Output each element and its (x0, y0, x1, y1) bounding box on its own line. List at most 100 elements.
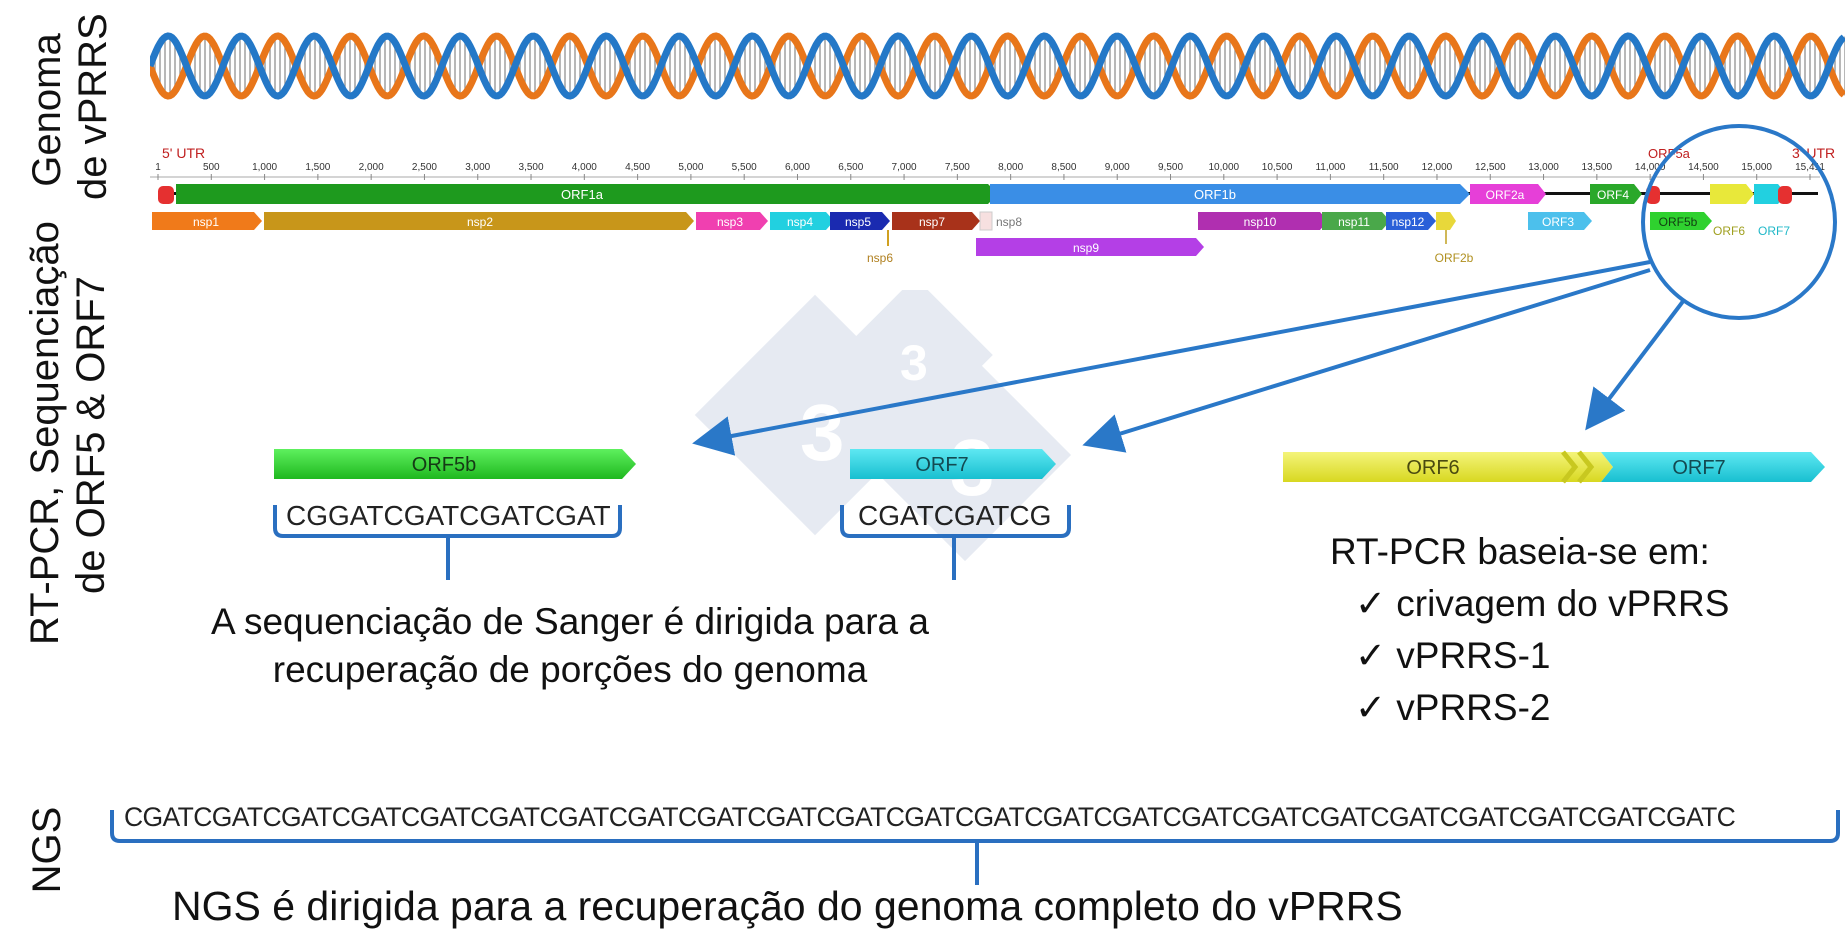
nsp9-bar (976, 238, 1204, 256)
orf2a-bar (1470, 184, 1546, 204)
orf6-zoom-label: ORF6 (1406, 457, 1459, 479)
ruler-tick-label: 7,000 (892, 162, 917, 173)
ruler-tick-label: 5,000 (678, 162, 703, 173)
nsp12-label: nsp12 (1392, 215, 1425, 229)
orf7b-zoom-label: ORF7 (1672, 457, 1725, 479)
ruler-tick-label: 15,000 (1741, 162, 1772, 173)
orf6-orf7-zoom: ORF6 ORF7 (1283, 450, 1825, 484)
orf2a-label: ORF2a (1486, 188, 1525, 202)
ruler-tick-label: 6,500 (838, 162, 863, 173)
orf7-bracket (840, 505, 1071, 538)
orf7-zoom: ORF7 (850, 449, 1056, 479)
rtpcr-list: RT-PCR baseia-se em: ✓ crivagem do vPRRS… (1330, 526, 1729, 734)
ruler-tick-label: 13,000 (1528, 162, 1559, 173)
orf4-bar (1590, 184, 1642, 204)
orf6-small-bar (1710, 184, 1754, 204)
orf1b-bar (990, 184, 1470, 204)
rtpcr-item-1: ✓ crivagem do vPRRS (1355, 583, 1730, 624)
orf5b-zoom-bar (274, 449, 636, 479)
nsp12-bar (1386, 212, 1436, 230)
helix-strand-orange (150, 32, 1845, 100)
ngs-caption: NGS é dirigida para a recuperação do gen… (172, 883, 1403, 929)
orf7-zoom-bar (850, 449, 1056, 479)
orf5b-small-label: ORF5b (1659, 215, 1698, 229)
nsp3-label: nsp3 (717, 215, 743, 229)
nsp10-label: nsp10 (1244, 215, 1277, 229)
orf6-zoom-chevrons (1561, 450, 1595, 484)
nsp8-bar (979, 211, 993, 231)
ruler-tick-label: 12,000 (1422, 162, 1453, 173)
nsp11-label: nsp11 (1338, 215, 1370, 229)
ruler-tick-label: 3,000 (465, 162, 490, 173)
orf6-zoom-bar (1283, 452, 1613, 482)
utr5-label: 5' UTR (162, 145, 205, 161)
nsp1-label: nsp1 (193, 215, 219, 229)
orf5b-small-bar (1650, 212, 1712, 230)
orf5b-sequence: CGGATCGATCGATCGAT (286, 500, 611, 531)
nsp1-bar (152, 212, 262, 230)
ruler-tick-label: 1,500 (305, 162, 330, 173)
nsp10-bar (1198, 212, 1328, 230)
orf7-sequence: CGATCGATCG (858, 500, 1052, 531)
nsp3-bar (696, 212, 768, 230)
orf1b-label: ORF1b (1194, 187, 1236, 202)
orf7b-zoom-bar (1601, 452, 1825, 482)
helix-strand-blue (150, 32, 1845, 100)
ruler-tick-label: 15,411 (1795, 162, 1825, 173)
rtpcr-item-3: ✓ vPRRS-2 (1355, 687, 1551, 728)
arrow-to-orf5b (692, 260, 1651, 456)
ruler-tick-label: 8,000 (998, 162, 1023, 173)
ruler-tick-label: 14,500 (1688, 162, 1719, 173)
sanger-caption-line1: A sequenciação de Sanger é dirigida para… (211, 601, 929, 642)
ruler-tick-label: 5,500 (732, 162, 757, 173)
ruler-tick-label: 6,000 (785, 162, 810, 173)
orf5b-zoom: ORF5b (274, 449, 636, 479)
ruler-tick-label: 1,000 (252, 162, 277, 173)
orf6-small-label: ORF6 (1713, 224, 1745, 238)
ruler-tick-label: 10,500 (1262, 162, 1293, 173)
nsp9-label: nsp9 (1073, 241, 1099, 255)
orf3-bar (1528, 212, 1592, 230)
rtpcr-item-2: ✓ vPRRS-1 (1355, 635, 1551, 676)
ruler-tick-label: 14,000 (1635, 162, 1666, 173)
arrow-to-orf7 (1082, 268, 1651, 453)
ruler-tick-label: 13,500 (1582, 162, 1613, 173)
nsp6-label: nsp6 (867, 251, 893, 265)
ruler-tick-label: 10,000 (1209, 162, 1240, 173)
orf1a-label: ORF1a (561, 187, 604, 202)
ruler-tick-label: 11,500 (1369, 162, 1399, 173)
ruler-tick-label: 9,000 (1105, 162, 1130, 173)
nsp7-bar (892, 212, 980, 230)
nsp4-label: nsp4 (787, 215, 813, 229)
orf7-zoom-label: ORF7 (915, 454, 968, 476)
ruler-tick-label: 9,500 (1158, 162, 1183, 173)
nsp2-bar (264, 212, 694, 230)
ruler-tick-label: 2,000 (359, 162, 384, 173)
nsp4-bar (770, 212, 834, 230)
sanger-caption: A sequenciação de Sanger é dirigida para… (180, 598, 960, 694)
orf3-label: ORF3 (1542, 215, 1574, 229)
ruler-tick-label: 1 (155, 162, 161, 173)
ruler-tick-label: 3,500 (519, 162, 544, 173)
utr5-marker (158, 186, 174, 204)
rtpcr-title: RT-PCR baseia-se em: (1330, 531, 1710, 572)
nsp8-label: nsp8 (996, 215, 1022, 229)
orf5b-zoom-label: ORF5b (412, 454, 476, 476)
ruler-tick-label: 500 (203, 162, 220, 173)
arrow-to-orf6-orf7 (1585, 298, 1686, 431)
ruler-tick-label: 12,500 (1475, 162, 1506, 173)
orf7-small-label: ORF7 (1758, 224, 1790, 238)
watermark-digit-1: 3 (800, 388, 845, 477)
ruler-tick-label: 4,000 (572, 162, 597, 173)
orf4-label: ORF4 (1597, 188, 1629, 202)
watermark-digit-2: 3 (900, 335, 928, 391)
ruler-tick-label: 7,500 (945, 162, 970, 173)
utr3-marker (1778, 186, 1792, 204)
ruler-tick-label: 4,500 (625, 162, 650, 173)
sanger-caption-line2: recuperação de porções do genoma (272, 649, 868, 690)
nsp5-bar (830, 212, 890, 230)
nsp5-label: nsp5 (845, 215, 871, 229)
orf5b-bracket (273, 505, 622, 538)
